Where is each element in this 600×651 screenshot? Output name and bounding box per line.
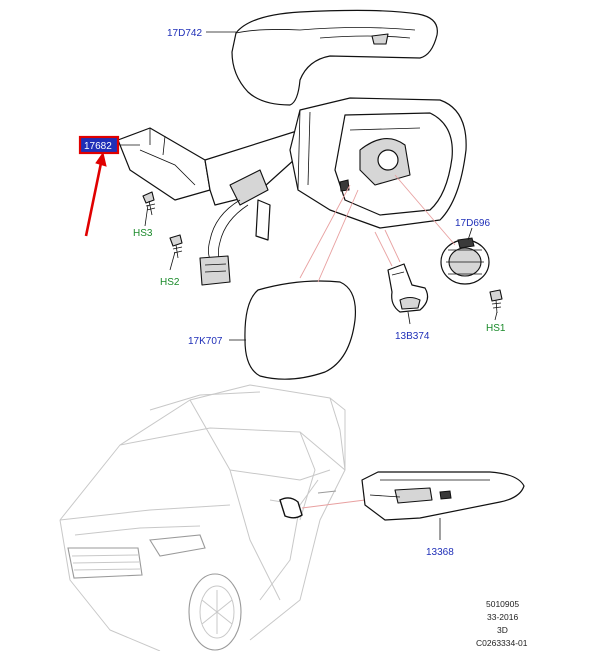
vehicle-headlight <box>149 534 206 557</box>
label-side-repeater: 13368 <box>426 547 454 558</box>
label-bracket: 17682 <box>84 141 112 152</box>
label-cover: 17D742 <box>167 28 202 39</box>
mirror-housing-assembly <box>117 97 467 286</box>
label-glass: 17K707 <box>188 336 223 347</box>
puddle-lamp-part <box>387 263 429 313</box>
highlight-arrow <box>84 151 107 237</box>
leader-lines <box>120 31 498 540</box>
screw-hs3 <box>142 191 156 216</box>
label-hs1: HS1 <box>486 323 506 334</box>
vehicle-wheel <box>188 573 242 651</box>
reference-line-2: 33-2016 <box>487 612 518 622</box>
highlight-box <box>78 135 120 155</box>
label-hs3: HS3 <box>133 228 153 239</box>
label-lamp-housing: 13B374 <box>395 331 430 342</box>
reference-line-4: C0263334-01 <box>476 638 528 648</box>
label-actuator: 17D696 <box>455 218 490 229</box>
mirror-glass-part <box>244 280 357 380</box>
mirror-cover-part <box>231 9 438 106</box>
leader-lines-red <box>299 174 456 283</box>
reference-line-1: 5010905 <box>486 599 519 609</box>
reference-line-3: 3D <box>497 625 508 635</box>
side-repeater-part <box>361 471 525 521</box>
label-hs2: HS2 <box>160 277 180 288</box>
vehicle-grille <box>67 547 143 579</box>
screw-hs2 <box>169 234 183 259</box>
vehicle-outline <box>59 384 366 651</box>
mirror-actuator-part <box>440 237 490 285</box>
reference-block: 5010905 33-2016 3D C0263334-01 <box>476 599 528 648</box>
screw-hs1 <box>489 289 503 314</box>
vehicle-door-handle <box>317 490 337 494</box>
vehicle-mirror <box>279 497 303 519</box>
